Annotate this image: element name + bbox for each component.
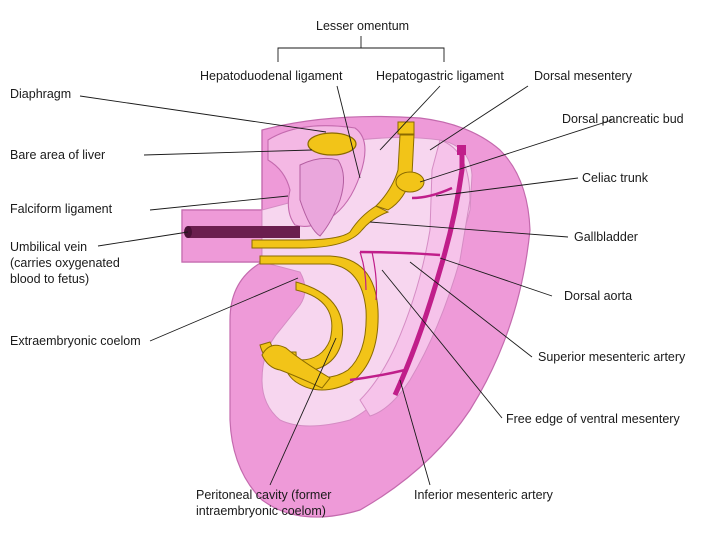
label-umbilical-vein-note-2: blood to fetus): [10, 272, 89, 286]
label-extraembryonic-coelom: Extraembryonic coelom: [10, 334, 141, 348]
leader-lines: [79, 36, 613, 486]
label-umbilical-vein: Umbilical vein: [10, 240, 87, 254]
label-falciform-ligament: Falciform ligament: [10, 202, 113, 216]
label-hepatogastric-ligament: Hepatogastric ligament: [376, 69, 504, 83]
gut-tube: [251, 121, 415, 391]
labels: Lesser omentum Hepatoduodenal ligament H…: [10, 19, 686, 518]
label-lesser-omentum: Lesser omentum: [316, 19, 409, 33]
label-dorsal-pancreatic-bud: Dorsal pancreatic bud: [562, 112, 684, 126]
bare-area-of-liver: [307, 132, 357, 156]
label-gallbladder: Gallbladder: [574, 230, 638, 244]
label-bare-area-of-liver: Bare area of liver: [10, 148, 105, 162]
label-diaphragm: Diaphragm: [10, 87, 71, 101]
dorsal-mesentery: [359, 139, 471, 417]
label-dorsal-mesentery: Dorsal mesentery: [534, 69, 633, 83]
label-peritoneal-cavity-note: intraembryonic coelom): [196, 504, 326, 518]
label-dorsal-aorta: Dorsal aorta: [564, 289, 632, 303]
label-free-edge-ventral-mesentery: Free edge of ventral mesentery: [506, 412, 680, 426]
label-superior-mesenteric-artery: Superior mesenteric artery: [538, 350, 686, 364]
label-peritoneal-cavity: Peritoneal cavity (former: [196, 488, 331, 502]
label-hepatoduodenal-ligament: Hepatoduodenal ligament: [200, 69, 343, 83]
label-inferior-mesenteric-artery: Inferior mesenteric artery: [414, 488, 554, 502]
label-umbilical-vein-note-1: (carries oxygenated: [10, 256, 120, 270]
umbilical-vein: [184, 226, 300, 238]
label-celiac-trunk: Celiac trunk: [582, 171, 649, 185]
dorsal-aorta: [349, 145, 466, 397]
dorsal-pancreatic-bud: [395, 171, 425, 193]
